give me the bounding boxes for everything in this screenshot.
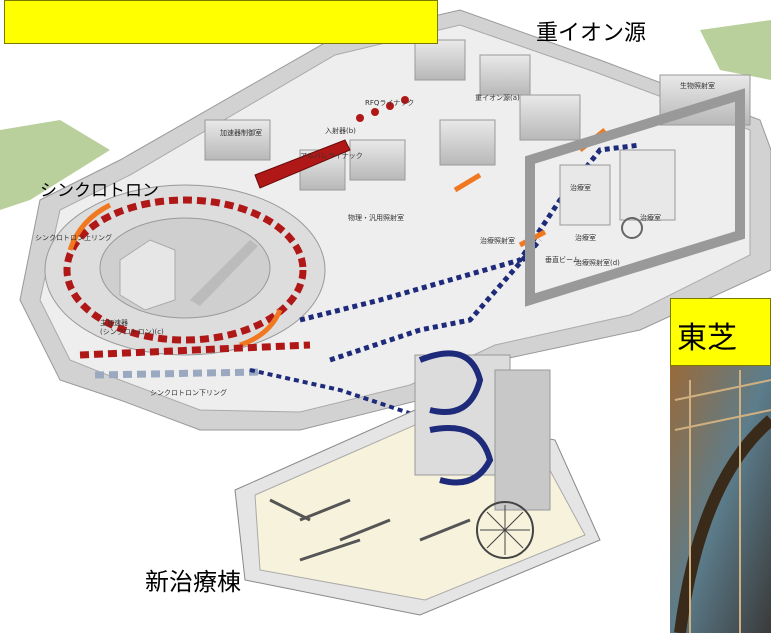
toshiba-label-box: 東芝 xyxy=(670,298,771,366)
rfq-magnet xyxy=(371,108,379,116)
main-accel-sub-label: (シンクロトロン)(c) xyxy=(100,328,164,336)
treatment-hall-label: 治療照射室 xyxy=(480,236,515,245)
sync-upper-label: シンクロトロン上リング xyxy=(35,233,112,242)
vertical-beam-label: 垂直ビーム xyxy=(545,255,580,264)
ground-terrain xyxy=(0,120,110,210)
rfq-magnet xyxy=(356,114,364,122)
treatment-frame xyxy=(525,88,745,307)
treatment-hall-d-label: 治療照射室(d) xyxy=(575,258,620,267)
room-block xyxy=(414,39,466,81)
toshiba-photo-structure xyxy=(674,415,771,633)
sync-orange-arrow xyxy=(239,308,283,348)
rfq-magnet xyxy=(386,102,394,110)
toshiba-label: 東芝 xyxy=(677,321,737,356)
new-building-tower-front xyxy=(494,369,551,511)
main-accel-label: 主加速器 xyxy=(100,318,128,327)
new-building-wall xyxy=(269,498,471,562)
gantry-icon xyxy=(621,217,643,239)
synchrotron-label: シンクロトロン xyxy=(40,181,159,201)
injector-label: 入射器(b) xyxy=(325,126,356,135)
title-banner-empty xyxy=(4,0,438,44)
ion-source-a-label: 重イオン源(a) xyxy=(475,93,520,102)
beam-line xyxy=(299,142,641,323)
ring-interior-wall xyxy=(190,240,258,306)
new-treatment-building-label: 新治療棟 xyxy=(145,568,241,596)
beam-arrow xyxy=(453,172,482,193)
alvarez-linac xyxy=(254,139,351,189)
room-block xyxy=(479,54,531,96)
gantry-coil xyxy=(429,425,494,486)
treatment-room-label: 治療室 xyxy=(575,233,596,242)
treatment-room xyxy=(619,149,676,221)
synchrotron-ring-track xyxy=(63,196,307,344)
ring-interior-blocks xyxy=(119,239,176,311)
treatment-room xyxy=(559,164,611,226)
new-building-tower xyxy=(414,354,511,476)
physics-lab-label: 物理・汎用照射室 xyxy=(348,213,404,222)
room-block xyxy=(204,119,271,161)
treatment-room-label: 治療室 xyxy=(640,213,661,222)
sync-orange-arrow xyxy=(67,202,112,251)
rfq-label: RFQライナック xyxy=(365,99,414,107)
beam-line xyxy=(249,368,461,432)
gantry-coil xyxy=(418,350,484,415)
alvarez-label: アルバレライナック xyxy=(300,152,363,160)
room-block xyxy=(519,94,581,141)
sync-lower-label: シンクロトロン下リング xyxy=(150,388,227,397)
accel-control-label: 加速器制御室 xyxy=(220,128,262,137)
rotating-gantry-icon xyxy=(476,501,534,559)
room-block xyxy=(439,119,496,166)
room-block xyxy=(349,139,406,181)
sync-lower-ring xyxy=(79,341,311,359)
beam-line xyxy=(329,238,542,363)
treatment-room-label: 治療室 xyxy=(570,183,591,192)
rfq-magnet xyxy=(401,96,409,104)
bio-lab-label: 生物照射室 xyxy=(680,81,715,90)
heavy-ion-source-label: 重イオン源 xyxy=(536,21,647,46)
ground-terrain-right xyxy=(700,20,771,80)
